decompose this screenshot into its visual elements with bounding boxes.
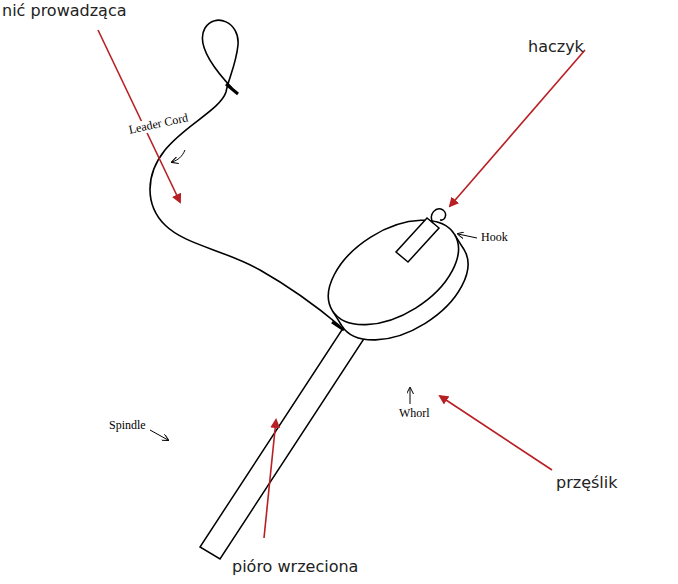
pointer xyxy=(458,234,477,238)
cord-knot xyxy=(226,84,238,94)
red-arrow xyxy=(450,50,585,206)
red-arrow xyxy=(264,420,276,538)
leader-cord xyxy=(150,20,340,326)
polish-label: przęślik xyxy=(556,474,617,492)
polish-label: pióro wrzeciona xyxy=(232,558,358,576)
part-name: Spindle xyxy=(108,419,147,432)
shaft-top xyxy=(396,218,439,262)
hook xyxy=(431,209,445,223)
polish-label: nić prowadząca xyxy=(2,2,127,20)
part-name: Whorl xyxy=(398,407,431,420)
pointer xyxy=(150,430,168,440)
whorl xyxy=(310,199,486,362)
part-name: Leader Cord xyxy=(127,111,191,137)
polish-label: haczyk xyxy=(528,38,584,56)
part-name: Hook xyxy=(480,231,509,244)
pointer xyxy=(172,150,185,162)
pointer xyxy=(410,388,411,404)
red-arrow xyxy=(440,396,552,470)
